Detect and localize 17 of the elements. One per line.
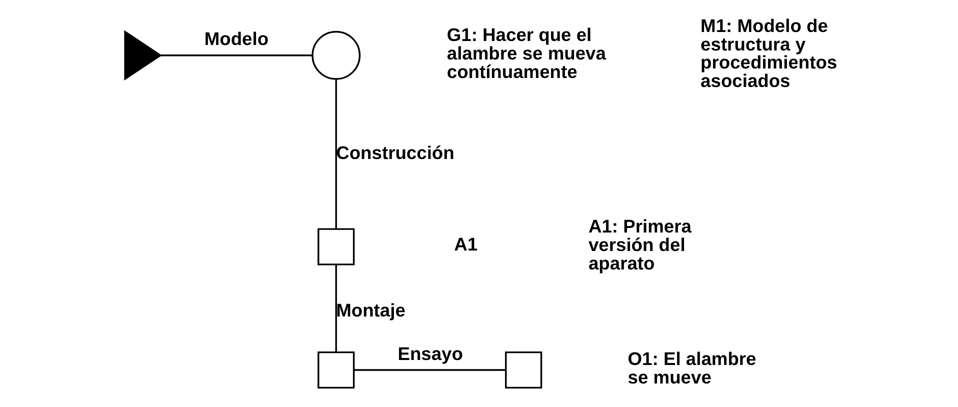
node-box <box>505 351 542 389</box>
label: O1: El alambre se mueve <box>628 348 756 388</box>
connector <box>335 264 337 352</box>
edge-label: Modelo <box>204 28 269 50</box>
label: A1: Primera versión del aparato <box>588 216 692 274</box>
node-box <box>318 351 355 389</box>
label: M1: Modelo de estructura y procedimientos asociados <box>700 15 838 92</box>
connector <box>354 369 506 371</box>
label: G1: Hacer que el alambre se mueva contínuamente <box>446 24 606 82</box>
edge-label: Montaje <box>336 300 406 321</box>
node-circle <box>312 30 361 80</box>
connector <box>335 79 337 229</box>
edge-label: Ensayo <box>398 342 463 364</box>
connector <box>160 54 312 56</box>
label: A1 <box>454 233 478 254</box>
node-triangle <box>124 30 162 81</box>
node-box <box>318 228 355 266</box>
